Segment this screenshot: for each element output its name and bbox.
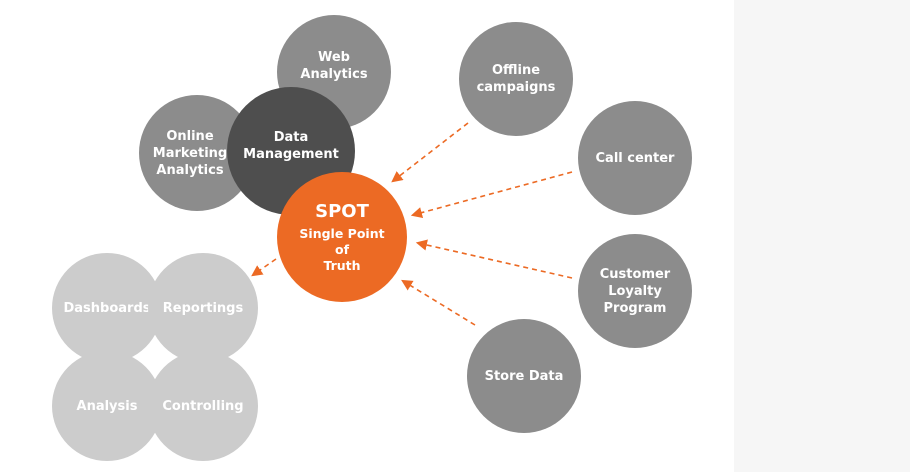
node-customer-loyalty-program: Customer Loyalty Program: [578, 234, 692, 348]
node-label: Web Analytics: [300, 50, 368, 82]
node-label: Offline campaigns: [476, 63, 556, 95]
spot-title: SPOT: [315, 201, 369, 222]
node-label: Store Data: [484, 368, 564, 384]
side-panel: [734, 0, 910, 472]
node-call-center: Call center: [578, 101, 692, 215]
node-label: Controlling: [162, 398, 244, 414]
arrow-callcenter-to-spot: [410, 171, 573, 219]
arrow-loyalty-to-spot: [415, 239, 573, 279]
node-label: Call center: [595, 150, 675, 166]
spot-subtitle: Single Point of Truth: [299, 226, 385, 273]
node-reportings: Reportings: [148, 253, 258, 363]
node-dashboards: Dashboards: [52, 253, 162, 363]
node-label: Dashboards: [63, 300, 151, 316]
node-store-data: Store Data: [467, 319, 581, 433]
node-label: Reportings: [162, 300, 244, 316]
node-label: Data Management: [243, 130, 339, 162]
node-offline-campaigns: Offline campaigns: [459, 22, 573, 136]
node-label: Customer Loyalty Program: [599, 266, 671, 316]
node-spot: SPOT Single Point of Truth: [277, 172, 407, 302]
node-label: Online Marketing Analytics: [152, 128, 228, 178]
node-controlling: Controlling: [148, 351, 258, 461]
arrow-store-to-spot: [401, 279, 476, 326]
node-label: Analysis: [76, 398, 138, 414]
node-analysis: Analysis: [52, 351, 162, 461]
arrow-offline-to-spot: [391, 122, 469, 183]
node-data-management: Data Management: [227, 87, 355, 215]
arrow-spot-to-outputs: [251, 258, 277, 277]
